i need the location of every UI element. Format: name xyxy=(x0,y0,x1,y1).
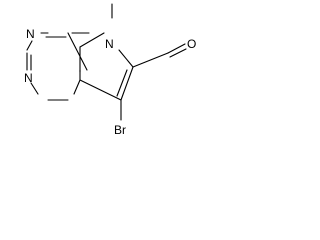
chemical-structure-diagram: N N N O Br xyxy=(24,3,196,137)
bond-c4a-n xyxy=(73,79,81,95)
bond-n1-c6 xyxy=(26,40,33,51)
bond-c6-cho xyxy=(132,52,169,68)
atom-oxygen: O xyxy=(187,37,196,51)
bond-n3-c4 xyxy=(30,82,39,95)
bond-c7a-n5 xyxy=(79,32,105,48)
bond-cho-o-double xyxy=(169,48,187,58)
atom-n-pyrrole: N xyxy=(105,37,114,51)
atom-bromine: Br xyxy=(114,123,126,137)
bond-lines xyxy=(26,3,187,121)
bond-cho-o xyxy=(167,43,186,54)
bond-c6-c7-inner xyxy=(116,69,128,97)
bond-c7-c7a xyxy=(79,79,122,101)
bond-c6-c7 xyxy=(120,66,134,101)
atom-n-top: N xyxy=(26,27,35,41)
atom-labels: N N N O Br xyxy=(24,27,196,137)
atom-n-bottom: N xyxy=(24,71,33,85)
bond-n5-c6 xyxy=(118,49,134,68)
bond-c7a-c4a xyxy=(67,32,88,71)
